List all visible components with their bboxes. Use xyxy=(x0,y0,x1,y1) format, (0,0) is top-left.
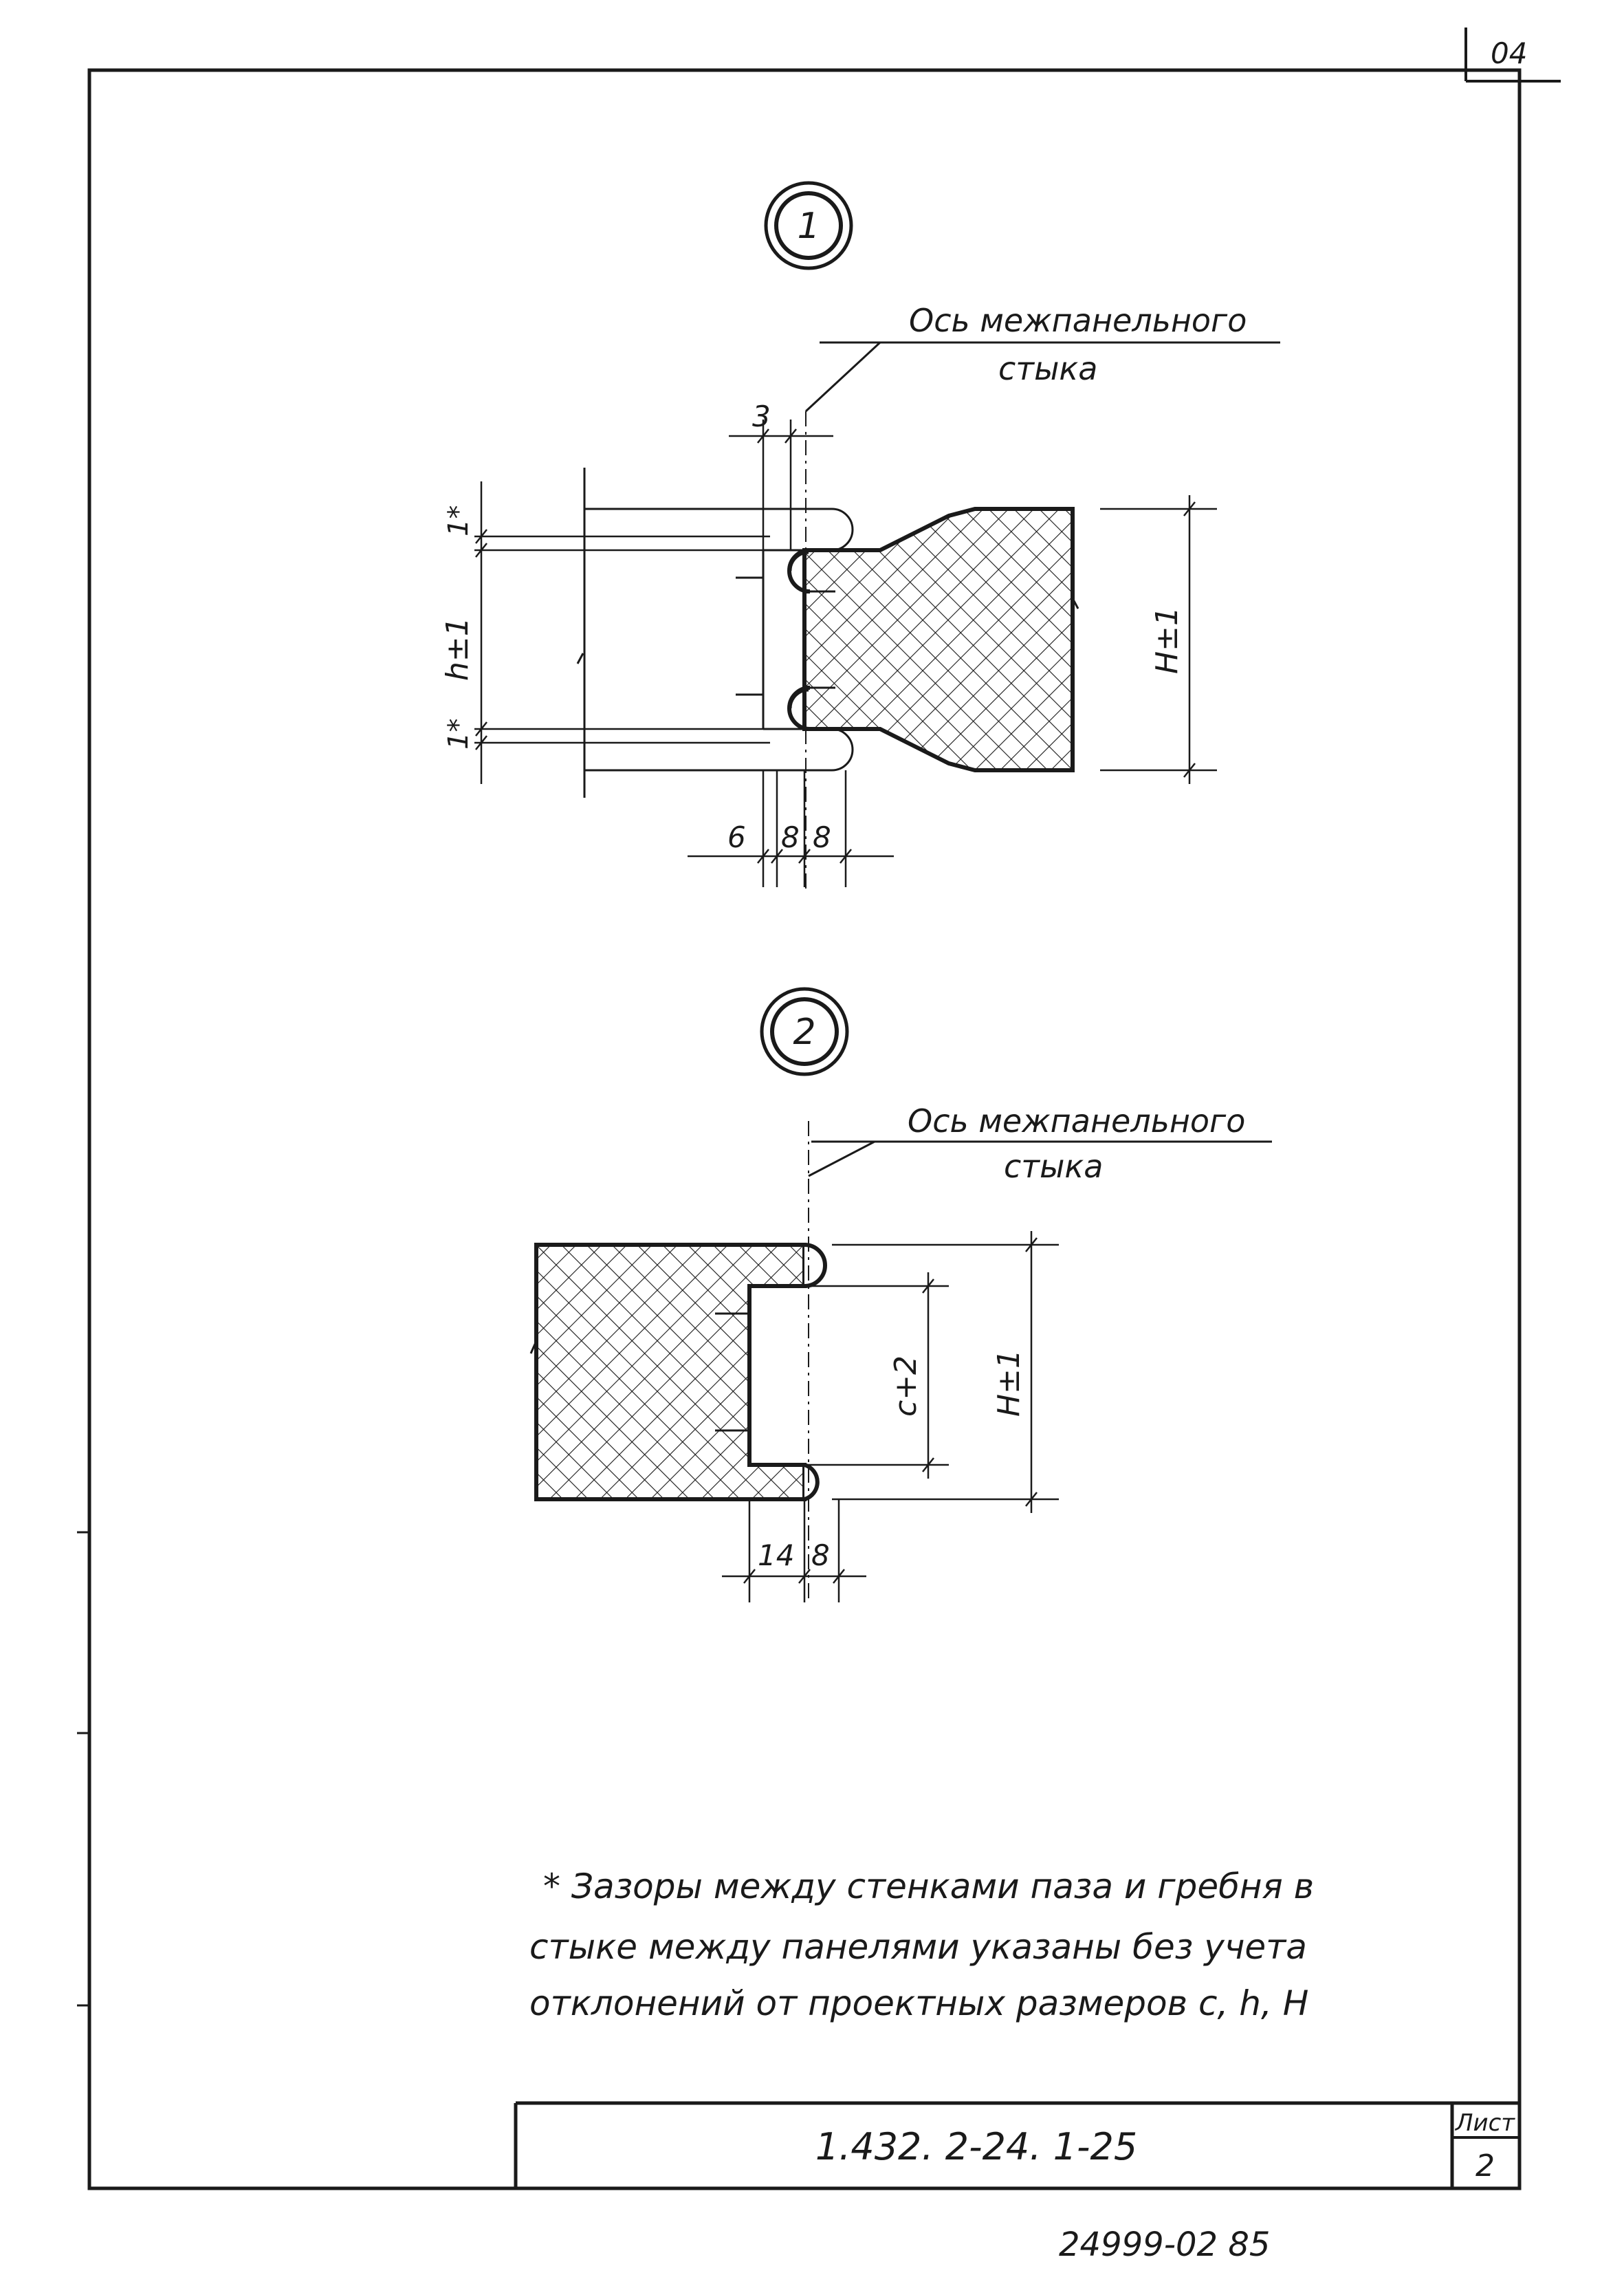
detail-2: 2 Ось межпанельного стыка xyxy=(529,987,1272,1602)
document-code: 1.432. 2-24. 1-25 xyxy=(815,2125,1137,2168)
right-panel-section xyxy=(802,507,1075,772)
bottom-stamp: 24999-02 85 xyxy=(1059,2225,1270,2264)
dim-bottom-8: 8 xyxy=(811,1538,830,1572)
dim-gap-bottom: 1* xyxy=(443,719,474,750)
dim-H-2: H±1 xyxy=(991,1349,1027,1417)
title-block xyxy=(514,2101,1519,2188)
detail-1-axis-leader xyxy=(804,341,1280,413)
detail-1-dimensions xyxy=(474,420,1217,887)
dim-top-3: 3 xyxy=(752,400,771,433)
detail-1: 1 Ось межпанельного стыка xyxy=(440,181,1280,894)
detail-2-axis-leader xyxy=(808,1140,1272,1177)
footnote: * Зазоры между стенками паза и гребня в … xyxy=(529,1866,1314,2023)
dim-gap-top: 1* xyxy=(443,505,474,536)
corner-number: 04 xyxy=(1491,36,1527,70)
groove-ribs xyxy=(529,1312,749,1432)
detail-2-axis-label-2: стыка xyxy=(1004,1148,1103,1185)
sheet-number: 2 xyxy=(1475,2148,1495,2184)
detail-2-axis-label: Ось межпанельного xyxy=(908,1102,1245,1140)
detail-2-dimensions xyxy=(722,1231,1059,1602)
dim-bottom-8b: 8 xyxy=(813,820,831,854)
dim-bottom-14: 14 xyxy=(758,1538,794,1572)
detail-1-axis-label-2: стыка xyxy=(998,350,1097,387)
detail-1-axis-label: Ось межпанельного xyxy=(909,302,1247,339)
detail-2-marker: 2 xyxy=(760,987,849,1076)
note-line-3: отклонений от проектных размеров c, h, H xyxy=(529,1983,1308,2023)
detail-1-marker: 1 xyxy=(764,181,853,270)
dim-bottom-8a: 8 xyxy=(781,820,800,854)
sheet-frame xyxy=(77,28,1561,2190)
sheet-label: Лист xyxy=(1454,2109,1515,2137)
dim-c: c+2 xyxy=(888,1356,923,1417)
note-line-2: стыке между панелями указаны без учета xyxy=(529,1927,1307,1967)
tongue-ribs xyxy=(789,552,835,709)
dim-h: h±1 xyxy=(440,617,475,681)
dim-bottom-6: 6 xyxy=(727,820,746,854)
groove-panel-section xyxy=(534,1243,806,1501)
svg-text:1: 1 xyxy=(797,206,820,247)
note-line-1: * Зазоры между стенками паза и гребня в xyxy=(543,1866,1314,1906)
svg-text:2: 2 xyxy=(793,1012,815,1053)
right-panel-break xyxy=(1071,598,1079,609)
groove-lips xyxy=(804,1243,827,1501)
dim-H: H±1 xyxy=(1150,607,1185,674)
